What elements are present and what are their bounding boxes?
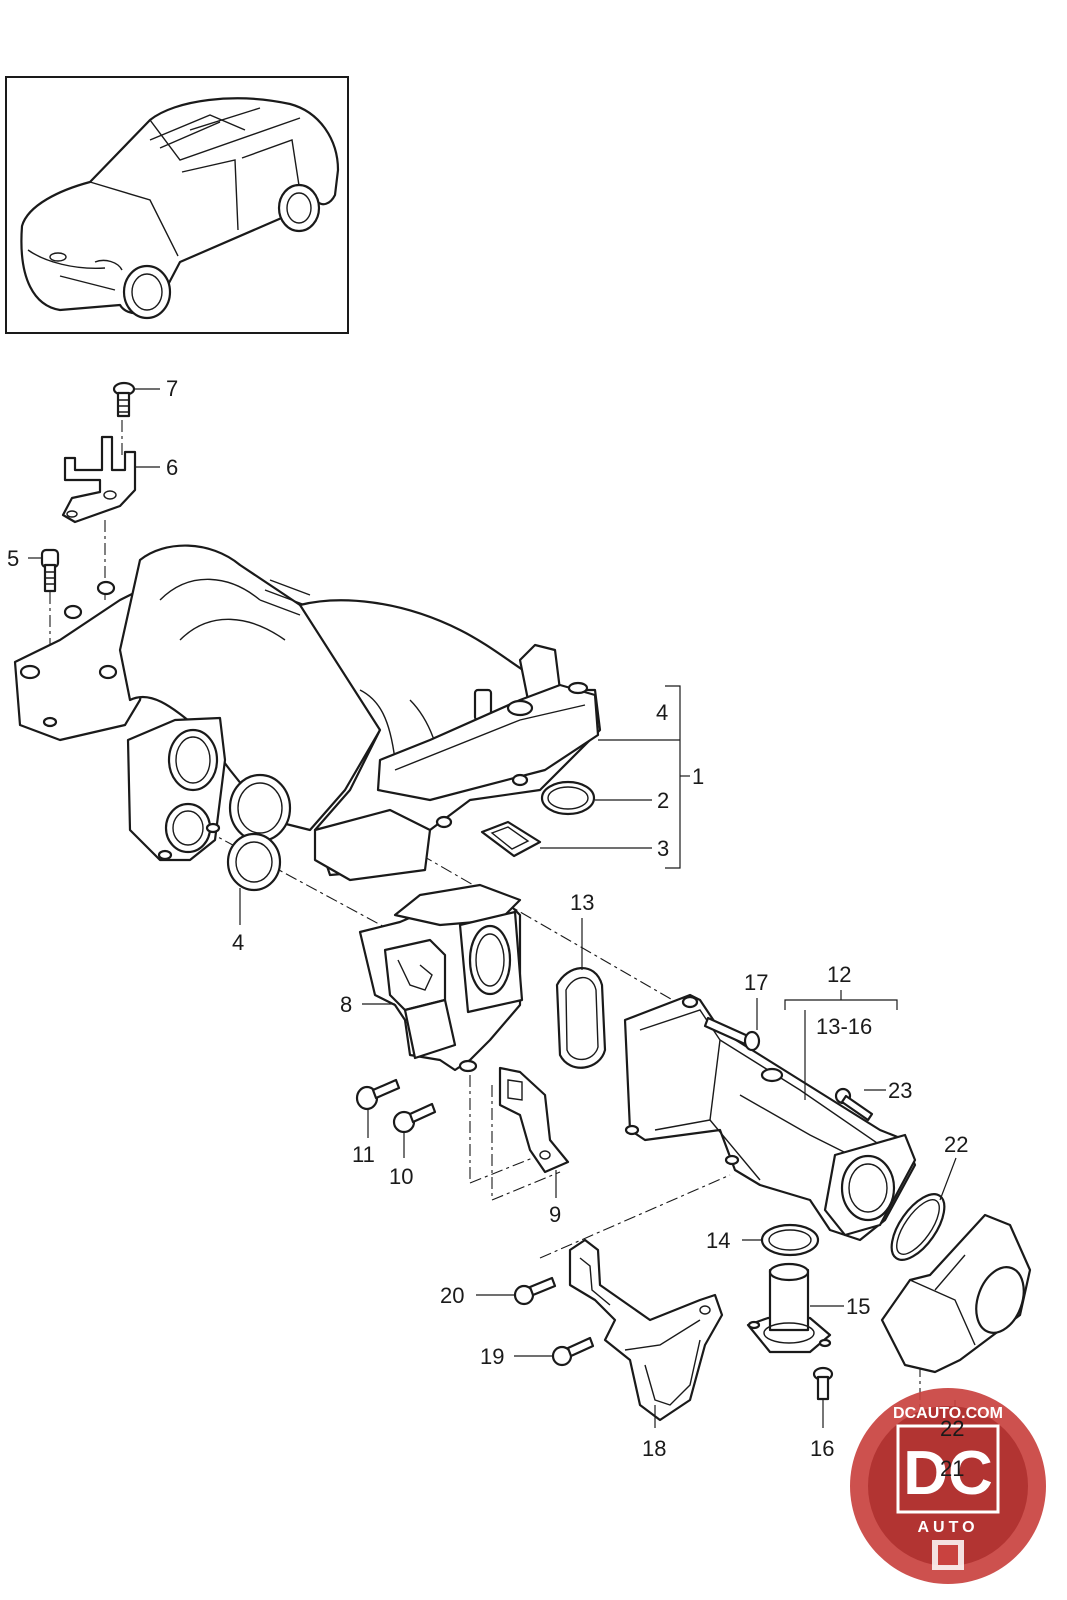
part-3-gasket (480, 820, 542, 858)
part-18-bracket (568, 1238, 724, 1422)
part-6-bracket (61, 435, 137, 524)
watermark-inner (868, 1406, 1028, 1566)
part-11-screw (355, 1078, 401, 1111)
part-1-intake-manifold (13, 544, 602, 882)
callout-1: 1 (692, 764, 704, 789)
callout-7: 7 (166, 376, 178, 401)
callout-12-range: 13-16 (816, 1014, 872, 1039)
callout-4-bottom: 4 (232, 930, 244, 955)
part-17-bolt (703, 1016, 761, 1052)
callout-18: 18 (642, 1436, 666, 1461)
callout-20: 20 (440, 1283, 464, 1308)
callout-23: 23 (888, 1078, 912, 1103)
part-5-screw (40, 548, 60, 593)
callout-22-duct: 22 (940, 1416, 964, 1441)
callout-12: 12 (827, 962, 851, 987)
callout-8: 8 (340, 992, 352, 1017)
callout-19: 19 (480, 1344, 504, 1369)
part-9-bracket (498, 1066, 570, 1174)
part-15-fitting (746, 1262, 832, 1354)
part-23-bolt (834, 1087, 874, 1122)
callout-5: 5 (7, 546, 19, 571)
callout-3: 3 (657, 836, 669, 861)
part-14-o-ring (760, 1223, 820, 1257)
callout-22-seal: 22 (944, 1132, 968, 1157)
watermark-monogram-frame (896, 1424, 1000, 1514)
part-4-seal (226, 773, 292, 892)
watermark-word: AUTO (917, 1519, 978, 1536)
callout-16: 16 (810, 1436, 834, 1461)
assembly-lines (49, 420, 921, 1460)
part-12-intake-pipe (623, 993, 917, 1242)
part-10-screw (392, 1102, 437, 1134)
callout-labels: 7 6 5 4 1 2 3 4 13 8 17 12 13-16 23 22 1… (7, 376, 968, 1461)
callout-6: 6 (166, 455, 178, 480)
part-22-seal (890, 1193, 946, 1261)
callout-4-top: 4 (656, 700, 668, 725)
part-19-bolt (551, 1336, 595, 1367)
leader-lines (28, 388, 957, 1455)
callout-17: 17 (744, 970, 768, 995)
callout-13: 13 (570, 890, 594, 915)
part-21-air-duct (880, 1213, 1032, 1374)
part-20-bolt (513, 1276, 557, 1306)
dcauto-watermark: DCAUTO.COM DC AUTO 22 21 (850, 1388, 1046, 1584)
callout-2: 2 (657, 788, 669, 813)
watermark-site: DCAUTO.COM (893, 1405, 1003, 1422)
watermark-monogram: DC (903, 1439, 993, 1508)
callout-14: 14 (706, 1228, 730, 1253)
callout-21: 21 (940, 1456, 964, 1481)
part-13-oval-seal (555, 967, 607, 1069)
callout-15: 15 (846, 1294, 870, 1319)
car-outline (20, 97, 340, 320)
callout-9: 9 (549, 1202, 561, 1227)
part-2-o-ring (540, 780, 596, 816)
callout-10: 10 (389, 1164, 413, 1189)
part-7-screw (112, 381, 136, 418)
part-8-throttle-body (358, 883, 524, 1073)
callout-11: 11 (352, 1142, 375, 1167)
vehicle-thumbnail (5, 76, 349, 334)
part-16-screw (812, 1366, 834, 1401)
